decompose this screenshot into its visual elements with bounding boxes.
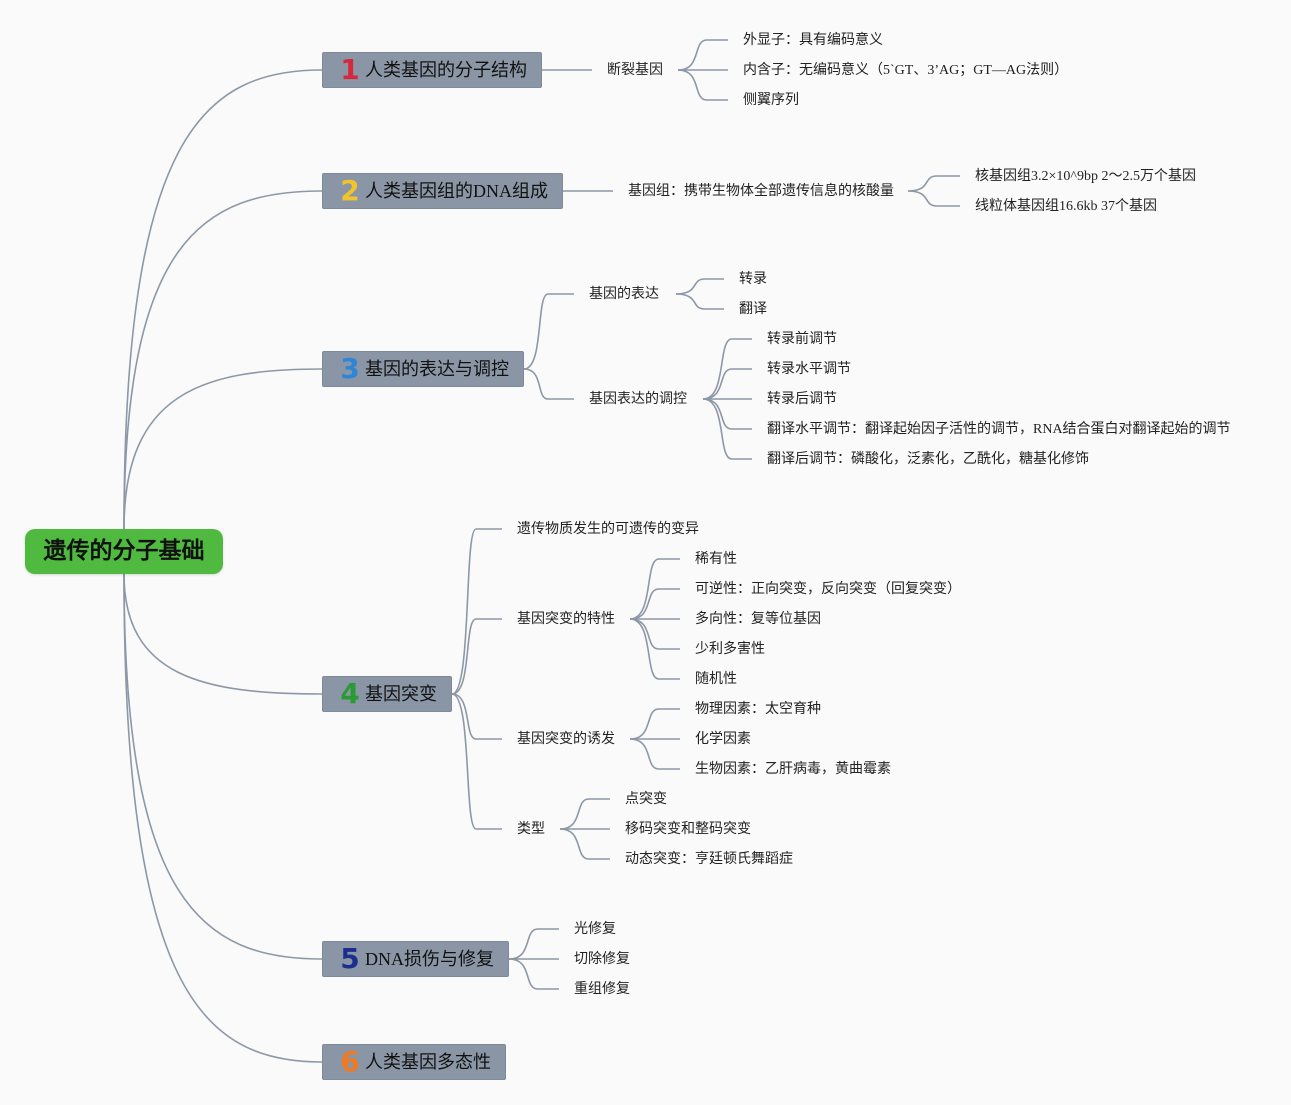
topic-3-label: 基因的表达与调控 (365, 359, 509, 379)
topic-4-label: 基因突变 (365, 684, 437, 704)
topic-2-node[interactable]: 2 人类基因组的DNA组成 (322, 173, 563, 209)
connector-12 (907, 190, 960, 207)
connector-26 (629, 558, 680, 620)
t5-leaf-1[interactable]: 光修复 (574, 922, 616, 937)
connector-23 (451, 618, 502, 695)
t4-type-leaf-1[interactable]: 点突变 (625, 792, 667, 807)
t4-char-leaf-4[interactable]: 少利多害性 (695, 642, 765, 657)
connector-25 (451, 693, 502, 830)
t1-leaf-2[interactable]: 内含子：无编码意义（5`GT、3’AG；GT—AG法则） (743, 63, 1069, 78)
connector-4 (123, 573, 323, 960)
connector-21 (702, 398, 752, 460)
t4-char-leaf-5[interactable]: 随机性 (695, 672, 737, 687)
t4-type-leaf-3[interactable]: 动态突变：亨廷顿氏舞蹈症 (625, 852, 793, 867)
t4-subtopic-types[interactable]: 类型 (517, 822, 545, 837)
connector-13 (523, 293, 574, 370)
topic-6-label: 人类基因多态性 (365, 1052, 491, 1072)
t4-type-leaf-2[interactable]: 移码突变和整码突变 (625, 822, 751, 837)
connector-0 (123, 69, 323, 530)
connector-27 (629, 588, 680, 620)
t4-subtopic-characteristics[interactable]: 基因突变的特性 (517, 612, 615, 627)
topic-4-number: 4 (340, 677, 360, 710)
topic-5-number: 5 (340, 942, 360, 975)
topic-3-number: 3 (340, 352, 360, 385)
t3-subtopic-expression[interactable]: 基因的表达 (589, 287, 659, 302)
topic-4-node[interactable]: 4 基因突变 (322, 676, 452, 712)
t4-subtopic-induction[interactable]: 基因突变的诱发 (517, 732, 615, 747)
topic-5-label: DNA损伤与修复 (365, 949, 494, 969)
connector-3 (123, 573, 323, 695)
t3-reg-leaf-1[interactable]: 转录前调节 (767, 332, 837, 347)
connector-7 (677, 39, 728, 71)
connector-30 (629, 618, 680, 680)
connector-16 (675, 293, 724, 310)
t4-char-leaf-2[interactable]: 可逆性：正向突变，反向突变（回复突变） (695, 582, 961, 597)
connector-14 (523, 368, 574, 400)
connector-22 (451, 528, 502, 695)
t4-char-leaf-3[interactable]: 多向性：复等位基因 (695, 612, 821, 627)
connector-9 (677, 69, 728, 101)
connector-11 (907, 175, 960, 192)
t5-leaf-2[interactable]: 切除修复 (574, 952, 630, 967)
topic-1-node[interactable]: 1 人类基因的分子结构 (322, 52, 542, 88)
t3-subtopic-regulation[interactable]: 基因表达的调控 (589, 392, 687, 407)
t3-leaf-transcription[interactable]: 转录 (739, 272, 767, 287)
t2-leaf-1[interactable]: 核基因组3.2×10^9bp 2～2.5万个基因 (975, 169, 1196, 184)
connector-20 (702, 398, 752, 430)
connector-1 (123, 190, 323, 530)
t1-subtopic[interactable]: 断裂基因 (607, 63, 663, 78)
t2-leaf-2[interactable]: 线粒体基因组16.6kb 37个基因 (975, 199, 1157, 214)
connector-33 (629, 738, 680, 770)
connector-31 (629, 708, 680, 740)
t5-leaf-3[interactable]: 重组修复 (574, 982, 630, 997)
topic-2-label: 人类基因组的DNA组成 (365, 181, 548, 201)
topic-6-number: 6 (340, 1045, 360, 1078)
t3-reg-leaf-4[interactable]: 翻译水平调节：翻译起始因子活性的调节，RNA结合蛋白对翻译起始的调节 (767, 422, 1231, 437)
t3-leaf-translation[interactable]: 翻译 (739, 302, 767, 317)
t4-induce-leaf-3[interactable]: 生物因素：乙肝病毒，黄曲霉素 (695, 762, 891, 777)
t3-reg-leaf-3[interactable]: 转录后调节 (767, 392, 837, 407)
connector-29 (629, 618, 680, 650)
connector-37 (508, 928, 559, 960)
topic-1-number: 1 (340, 53, 360, 86)
t4-induce-leaf-1[interactable]: 物理因素：太空育种 (695, 702, 821, 717)
connector-18 (702, 368, 752, 400)
connector-2 (123, 368, 323, 530)
t1-leaf-3[interactable]: 侧翼序列 (743, 93, 799, 108)
t1-leaf-1[interactable]: 外显子：具有编码意义 (743, 33, 883, 48)
topic-3-node[interactable]: 3 基因的表达与调控 (322, 351, 524, 387)
root-node[interactable]: 遗传的分子基础 (25, 529, 223, 574)
topic-1-label: 人类基因的分子结构 (365, 60, 527, 80)
connector-5 (123, 573, 323, 1063)
connector-17 (702, 338, 752, 400)
t3-reg-leaf-2[interactable]: 转录水平调节 (767, 362, 851, 377)
connector-15 (675, 278, 724, 295)
topic-2-number: 2 (340, 174, 360, 207)
t4-char-leaf-1[interactable]: 稀有性 (695, 552, 737, 567)
connector-34 (559, 798, 610, 830)
t2-subtopic[interactable]: 基因组：携带生物体全部遗传信息的核酸量 (628, 184, 894, 199)
topic-6-node[interactable]: 6 人类基因多态性 (322, 1044, 506, 1080)
topic-5-node[interactable]: 5 DNA损伤与修复 (322, 941, 509, 977)
t4-subtopic-definition[interactable]: 遗传物质发生的可遗传的变异 (517, 522, 699, 537)
t4-induce-leaf-2[interactable]: 化学因素 (695, 732, 751, 747)
connector-24 (451, 693, 502, 740)
t3-reg-leaf-5[interactable]: 翻译后调节：磷酸化，泛素化，乙酰化，糖基化修饰 (767, 452, 1089, 467)
connector-36 (559, 828, 610, 860)
connector-39 (508, 958, 559, 990)
